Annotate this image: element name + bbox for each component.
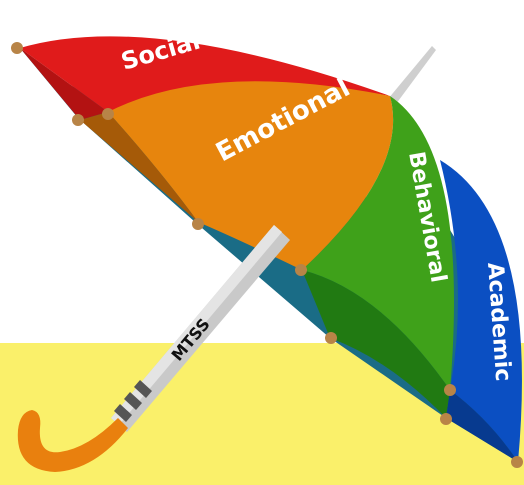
panel-emotional bbox=[80, 81, 394, 270]
umbrella-tip bbox=[388, 46, 436, 104]
panel-social bbox=[20, 36, 390, 120]
panel-academic bbox=[440, 160, 522, 462]
umbrella-handle bbox=[17, 410, 128, 472]
rib-tips bbox=[11, 42, 523, 468]
panel-behavioral bbox=[302, 96, 454, 418]
shaft-bands bbox=[114, 380, 152, 422]
umbrella-shaft bbox=[111, 225, 290, 432]
